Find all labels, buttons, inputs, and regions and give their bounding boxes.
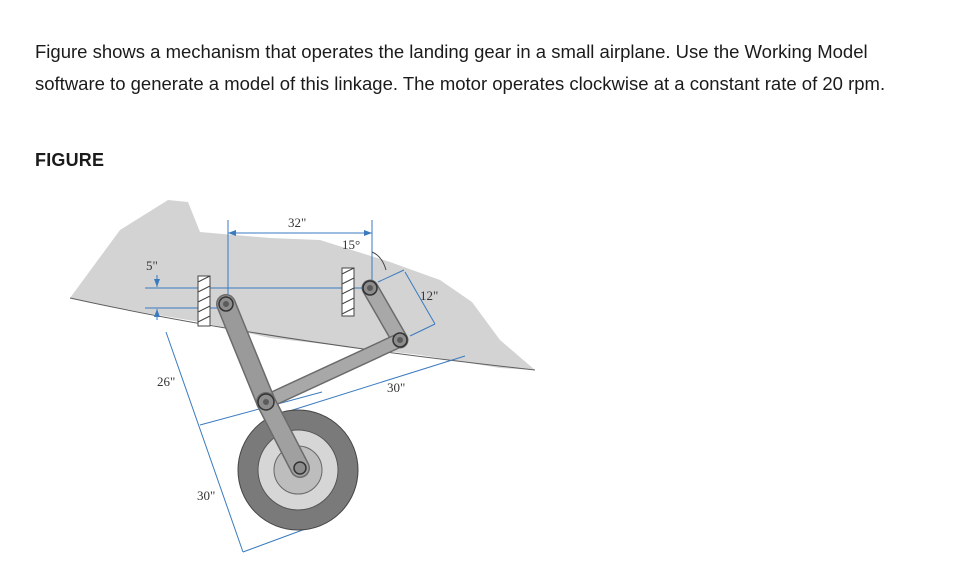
- arrow-heads: [154, 230, 372, 317]
- figure-heading: FIGURE: [35, 150, 105, 170]
- landing-gear-figure: 32" 15° 5" 12" 26" 30" 30": [69, 200, 536, 553]
- dim-label-32: 32": [288, 215, 306, 230]
- dim-label-30-lower: 30": [197, 488, 215, 503]
- dim-label-15deg: 15°: [342, 237, 360, 252]
- angle-arc: [371, 251, 387, 271]
- upper-strut-fill: [217, 295, 275, 411]
- dimension-lines: [145, 220, 466, 553]
- wing-shape: [70, 200, 535, 370]
- crank-link-fill: [363, 281, 407, 347]
- wing-edge: [69, 297, 536, 371]
- dim-label-26: 26": [157, 374, 175, 389]
- lower-strut-fill: [257, 393, 309, 477]
- dim-label-30-cross: 30": [387, 380, 405, 395]
- dim-label-12: 12": [420, 288, 438, 303]
- coupler-link-fill: [260, 334, 406, 408]
- dim-label-5: 5": [146, 258, 158, 273]
- problem-statement: Figure shows a mechanism that operates t…: [35, 41, 886, 94]
- left-support: [197, 275, 211, 327]
